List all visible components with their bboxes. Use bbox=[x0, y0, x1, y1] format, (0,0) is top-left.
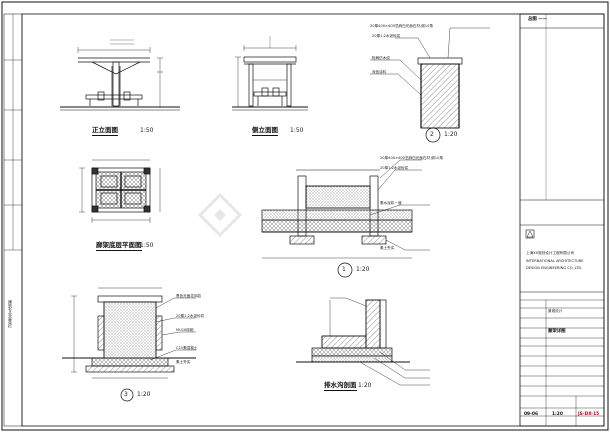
front-elevation-scale: 1:50 bbox=[140, 127, 154, 134]
side-elevation-scale: 1:50 bbox=[290, 127, 304, 134]
detail-1-note: 素水泥浆一道 bbox=[380, 201, 402, 205]
detail-1-drawing bbox=[261, 159, 430, 278]
detail-3-note: 黑色光面花岗岩 bbox=[176, 294, 202, 298]
detail-1-note: 素土夯实 bbox=[380, 246, 395, 250]
front-elevation-drawing bbox=[60, 39, 180, 111]
side-sign-label: 建筑专业会签栏 bbox=[8, 300, 13, 328]
title-block-top-label: 总图 —— bbox=[528, 17, 548, 22]
detail-3-drawing bbox=[62, 287, 196, 402]
title-block-frame bbox=[519, 13, 605, 427]
detail-2-note: 粉刷仿木纹 bbox=[372, 56, 390, 60]
detail-2-drawing bbox=[370, 27, 490, 143]
plan-title: 廊架底层平面图 bbox=[96, 241, 142, 251]
watermark-logo bbox=[197, 192, 243, 238]
detail-3-mark: 3 bbox=[124, 391, 128, 398]
drain-section-drawing bbox=[296, 297, 430, 386]
company-name-cn: 上海XX规划设计工程有限公司 bbox=[526, 251, 575, 255]
detail-1-note: 20厚1:2水泥砂浆 bbox=[380, 166, 409, 170]
detail-2-note: 深色涂料 bbox=[372, 70, 387, 74]
project-label: 景观设计 bbox=[548, 309, 563, 313]
detail-3-note: C15素混凝土 bbox=[176, 346, 198, 350]
detail-3-note: 20厚1:2水泥砂浆 bbox=[176, 314, 205, 318]
side-elevation-drawing bbox=[232, 36, 308, 111]
detail-2-mark: 2 bbox=[430, 131, 434, 138]
drawing-scale: 1:20 bbox=[552, 412, 563, 417]
plan-scale: 1:50 bbox=[140, 242, 154, 249]
detail-1-scale: 1:20 bbox=[356, 266, 370, 273]
drain-section-scale: 1:20 bbox=[358, 382, 372, 389]
drawing-date: 09-06 bbox=[524, 412, 539, 417]
company-name-en-2: DESIGN ENGINEERING CO.,LTD. bbox=[526, 266, 583, 270]
company-logo bbox=[525, 229, 535, 239]
detail-2-note: 20厚400×400芝麻白光面石材,倒10角 bbox=[370, 24, 433, 28]
drain-section-title: 排水沟剖面 bbox=[324, 381, 357, 391]
detail-3-scale: 1:20 bbox=[137, 391, 151, 398]
plan-drawing bbox=[79, 159, 161, 223]
detail-1-mark: 1 bbox=[342, 266, 346, 273]
company-name-en-1: INTERNATIONAL ARCHITECTURE bbox=[526, 259, 584, 263]
front-elevation-title: 正立面图 bbox=[92, 126, 118, 136]
detail-3-note: 素土夯实 bbox=[176, 360, 191, 364]
detail-3-note: MU10砖砌 bbox=[176, 328, 194, 332]
detail-1-note: 20厚400×400芝麻白光面石材,倒10角 bbox=[380, 156, 443, 160]
drawing-number: JS-DX-15 bbox=[578, 412, 600, 417]
side-elevation-title: 侧立面图 bbox=[252, 126, 278, 136]
detail-2-note: 20厚1:2水泥砂浆 bbox=[372, 34, 401, 38]
detail-2-scale: 1:20 bbox=[444, 131, 458, 138]
drawing-name: 廊架详图 bbox=[548, 329, 566, 334]
